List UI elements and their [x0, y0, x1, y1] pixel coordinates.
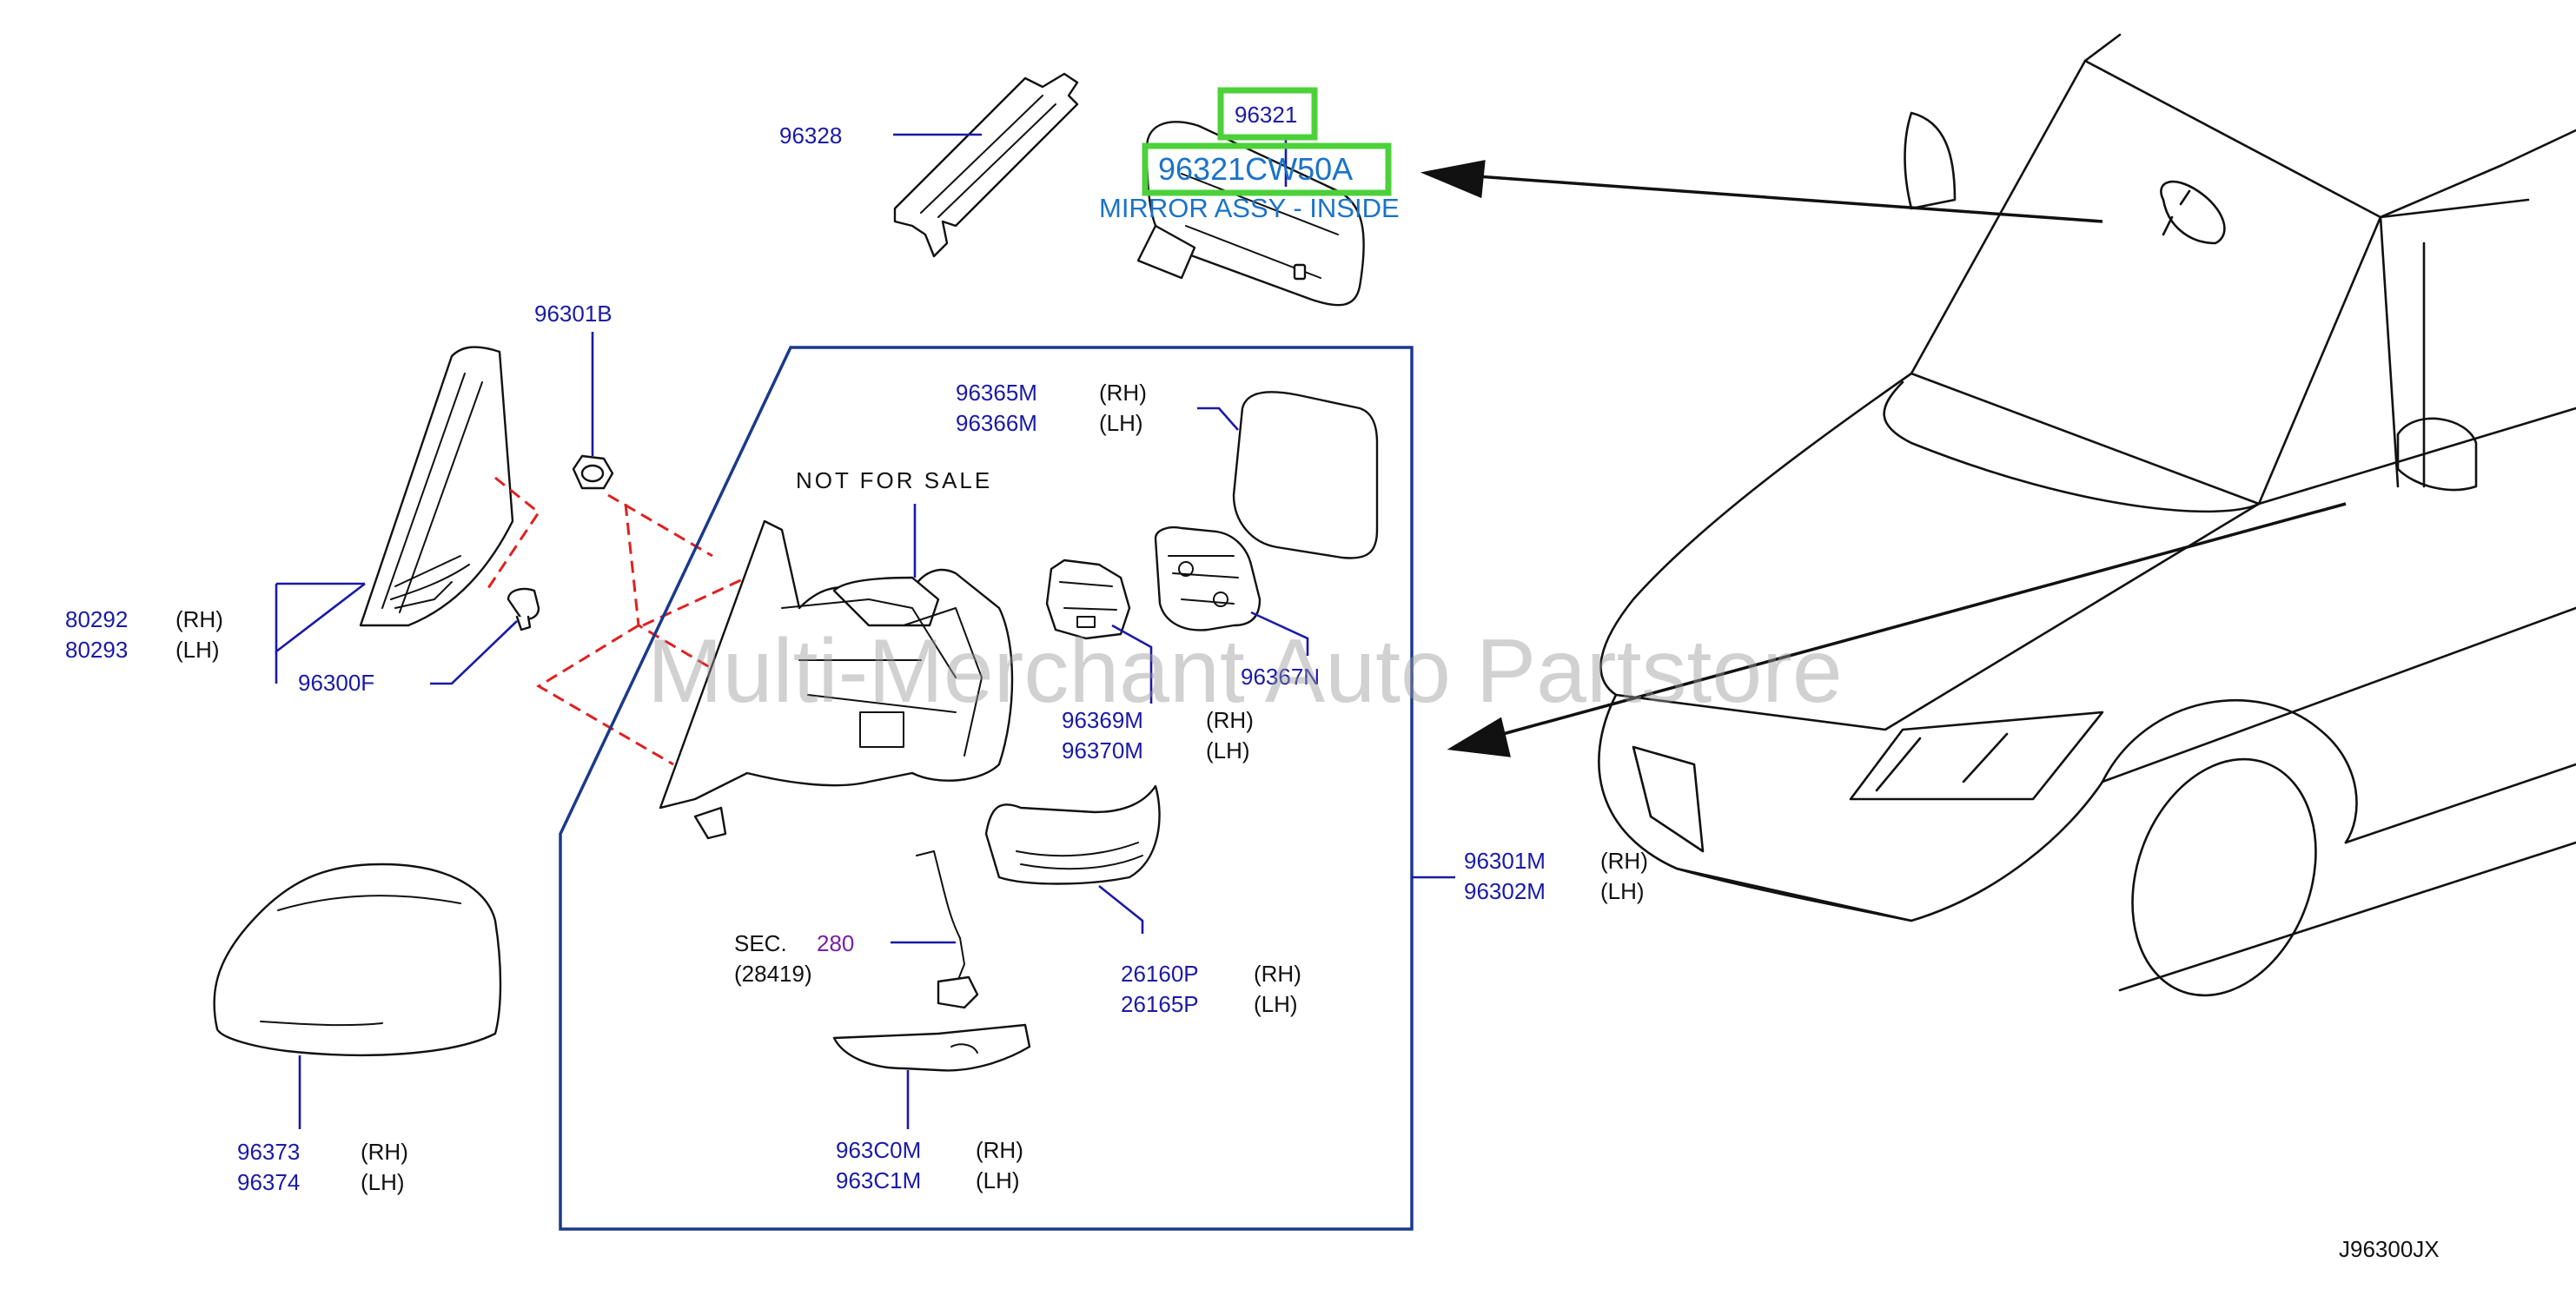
motor-96369M-illustration — [1045, 559, 1131, 640]
turn-lamp-26160P-illustration — [984, 784, 1161, 885]
callout-96370M[interactable]: 96370M — [1062, 737, 1143, 763]
highlighted-part[interactable]: 96321 96321CW50A MIRROR ASSY - INSIDE — [1099, 87, 1400, 223]
door-mirror-assembly-frame — [559, 346, 1414, 1231]
bracket-96328-illustration — [893, 72, 1079, 258]
corner-finisher-illustration — [359, 346, 514, 627]
side-96370M: (LH) — [1206, 737, 1250, 763]
highlight-ref[interactable]: 96321 — [1235, 102, 1297, 128]
callout-26165P[interactable]: 26165P — [1121, 991, 1199, 1017]
side-26160P: (RH) — [1254, 961, 1301, 987]
side-80292: (RH) — [175, 606, 223, 632]
actuator-96367N-illustration — [1154, 526, 1262, 631]
callout-96301M[interactable]: 96301M — [1464, 848, 1546, 874]
section-prefix: SEC. — [734, 930, 787, 956]
watermark: Multi-Merchant Auto Partstore — [647, 621, 1843, 722]
callout-26160P[interactable]: 26160P — [1121, 961, 1199, 987]
highlight-part-box — [1142, 142, 1392, 196]
side-963C0M: (RH) — [976, 1137, 1023, 1163]
side-96374: (LH) — [361, 1169, 405, 1195]
vehicle-illustration — [1598, 33, 2576, 997]
assembly-dashed-lines — [485, 476, 757, 766]
callout-96365M[interactable]: 96365M — [956, 380, 1037, 406]
callout-96301B[interactable]: 96301B — [534, 301, 613, 327]
harness-illustration — [916, 850, 979, 1009]
callout-96374[interactable]: 96374 — [237, 1169, 300, 1195]
clip-96300F-illustration — [507, 587, 540, 631]
callout-80292[interactable]: 80292 — [65, 606, 128, 632]
side-80293: (LH) — [175, 637, 220, 663]
side-96365M: (RH) — [1099, 380, 1147, 406]
highlight-ref-box — [1217, 87, 1318, 141]
callout-labels: 96328 96301B 80292 (RH) 80293 (LH) 96300… — [65, 122, 2440, 1262]
highlight-description: MIRROR ASSY - INSIDE — [1099, 193, 1400, 223]
side-96369M: (RH) — [1206, 707, 1254, 733]
callout-96302M[interactable]: 96302M — [1464, 878, 1546, 904]
side-963C1M: (LH) — [976, 1167, 1020, 1193]
inside-mirror-illustration — [1136, 121, 1365, 307]
nut-96301B-illustration — [572, 454, 614, 490]
callout-96300F[interactable]: 96300F — [298, 670, 374, 696]
diagram-code: J96300JX — [2339, 1236, 2440, 1262]
highlight-part-number[interactable]: 96321CW50A — [1158, 151, 1353, 187]
section-ref-280[interactable]: 280 — [817, 930, 854, 956]
callout-96373[interactable]: 96373 — [237, 1139, 300, 1165]
callout-96369M[interactable]: 96369M — [1062, 707, 1143, 733]
side-26165P: (LH) — [1254, 991, 1298, 1017]
mirror-glass-illustration — [1232, 391, 1379, 559]
callout-96328[interactable]: 96328 — [779, 122, 842, 149]
mirror-cover-96373-illustration — [213, 863, 502, 1057]
section-sub-ref: (28419) — [734, 961, 812, 987]
lower-cover-963C0M-illustration — [832, 1023, 1031, 1072]
door-mirror-assembly-illustration — [659, 519, 1014, 840]
callout-96366M[interactable]: 96366M — [956, 410, 1037, 436]
callout-96367N[interactable]: 96367N — [1241, 664, 1320, 690]
not-for-sale-note: NOT FOR SALE — [796, 467, 992, 493]
side-96366M: (LH) — [1099, 410, 1143, 436]
side-96373: (RH) — [361, 1139, 408, 1165]
callout-963C1M[interactable]: 963C1M — [836, 1167, 921, 1193]
callout-80293[interactable]: 80293 — [65, 637, 128, 663]
callout-963C0M[interactable]: 963C0M — [836, 1137, 921, 1163]
pointer-arrows — [1420, 160, 2347, 757]
side-96302M: (LH) — [1600, 878, 1645, 904]
side-96301M: (RH) — [1600, 848, 1648, 874]
